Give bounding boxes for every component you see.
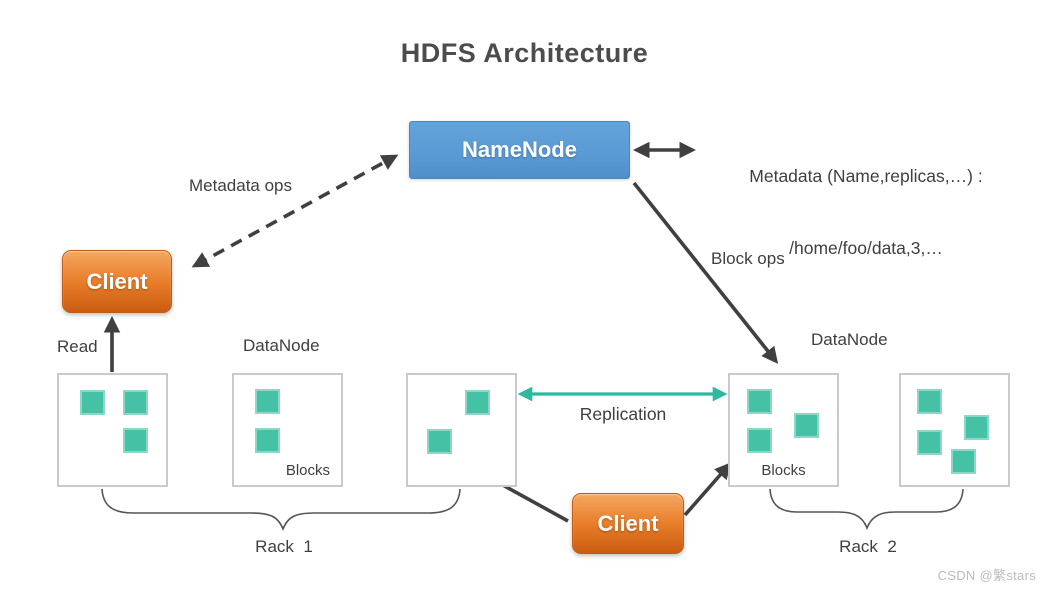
- hdfs-block-icon: [951, 449, 976, 474]
- replication-label: Replication: [579, 404, 667, 424]
- client-top-label: Client: [86, 268, 148, 294]
- hdfs-block-icon: [255, 428, 280, 453]
- datanode-3: [406, 373, 517, 487]
- hdfs-block-icon: [747, 428, 772, 453]
- block-ops-label: Block ops: [711, 249, 785, 268]
- hdfs-block-icon: [747, 389, 772, 414]
- hdfs-block-icon: [255, 389, 280, 414]
- metadata-ops-label: Metadata ops: [189, 176, 293, 195]
- rack1-brace: [101, 488, 461, 532]
- datanode-1: [57, 373, 168, 487]
- diagram-title: HDFS Architecture: [400, 38, 649, 68]
- hdfs-block-icon: [465, 390, 490, 415]
- hdfs-block-icon: [427, 429, 452, 454]
- hdfs-block-icon: [80, 390, 105, 415]
- hdfs-block-icon: [964, 415, 989, 440]
- datanode-2-blocks-label: Blocks: [285, 462, 330, 479]
- client-bottom-label: Client: [597, 510, 659, 536]
- hdfs-block-icon: [123, 390, 148, 415]
- rack1-label: Rack 1: [255, 537, 313, 556]
- hdfs-block-icon: [917, 430, 942, 455]
- metadata-annotation-line2: /home/foo/data,3,…: [789, 238, 943, 258]
- hdfs-block-icon: [917, 389, 942, 414]
- hdfs-block-icon: [123, 428, 148, 453]
- rack2-label: Rack 2: [839, 537, 897, 556]
- client-box-bottom: Client: [572, 493, 684, 554]
- datanode-2: Blocks: [232, 373, 343, 487]
- datanode-4: Blocks: [728, 373, 839, 487]
- datanode-left-label: DataNode: [243, 336, 320, 355]
- rack2-brace: [769, 488, 964, 531]
- watermark: CSDN @繁stars: [937, 568, 1036, 583]
- datanode-right-label: DataNode: [811, 330, 888, 349]
- metadata-ops-arrow: [191, 154, 399, 268]
- client-write-arrow-right: [683, 462, 732, 517]
- metadata-annotation-line1: Metadata (Name,replicas,…) :: [749, 166, 983, 186]
- namenode-box: NameNode: [409, 121, 630, 179]
- read-label: Read: [57, 337, 98, 356]
- datanode-4-blocks-label: Blocks: [761, 462, 806, 479]
- hdfs-block-icon: [794, 413, 819, 438]
- datanode-5: [899, 373, 1010, 487]
- client-box-top: Client: [62, 250, 172, 313]
- metadata-annotation: Metadata (Name,replicas,…) : /home/foo/d…: [700, 116, 1032, 308]
- namenode-label: NameNode: [462, 137, 577, 162]
